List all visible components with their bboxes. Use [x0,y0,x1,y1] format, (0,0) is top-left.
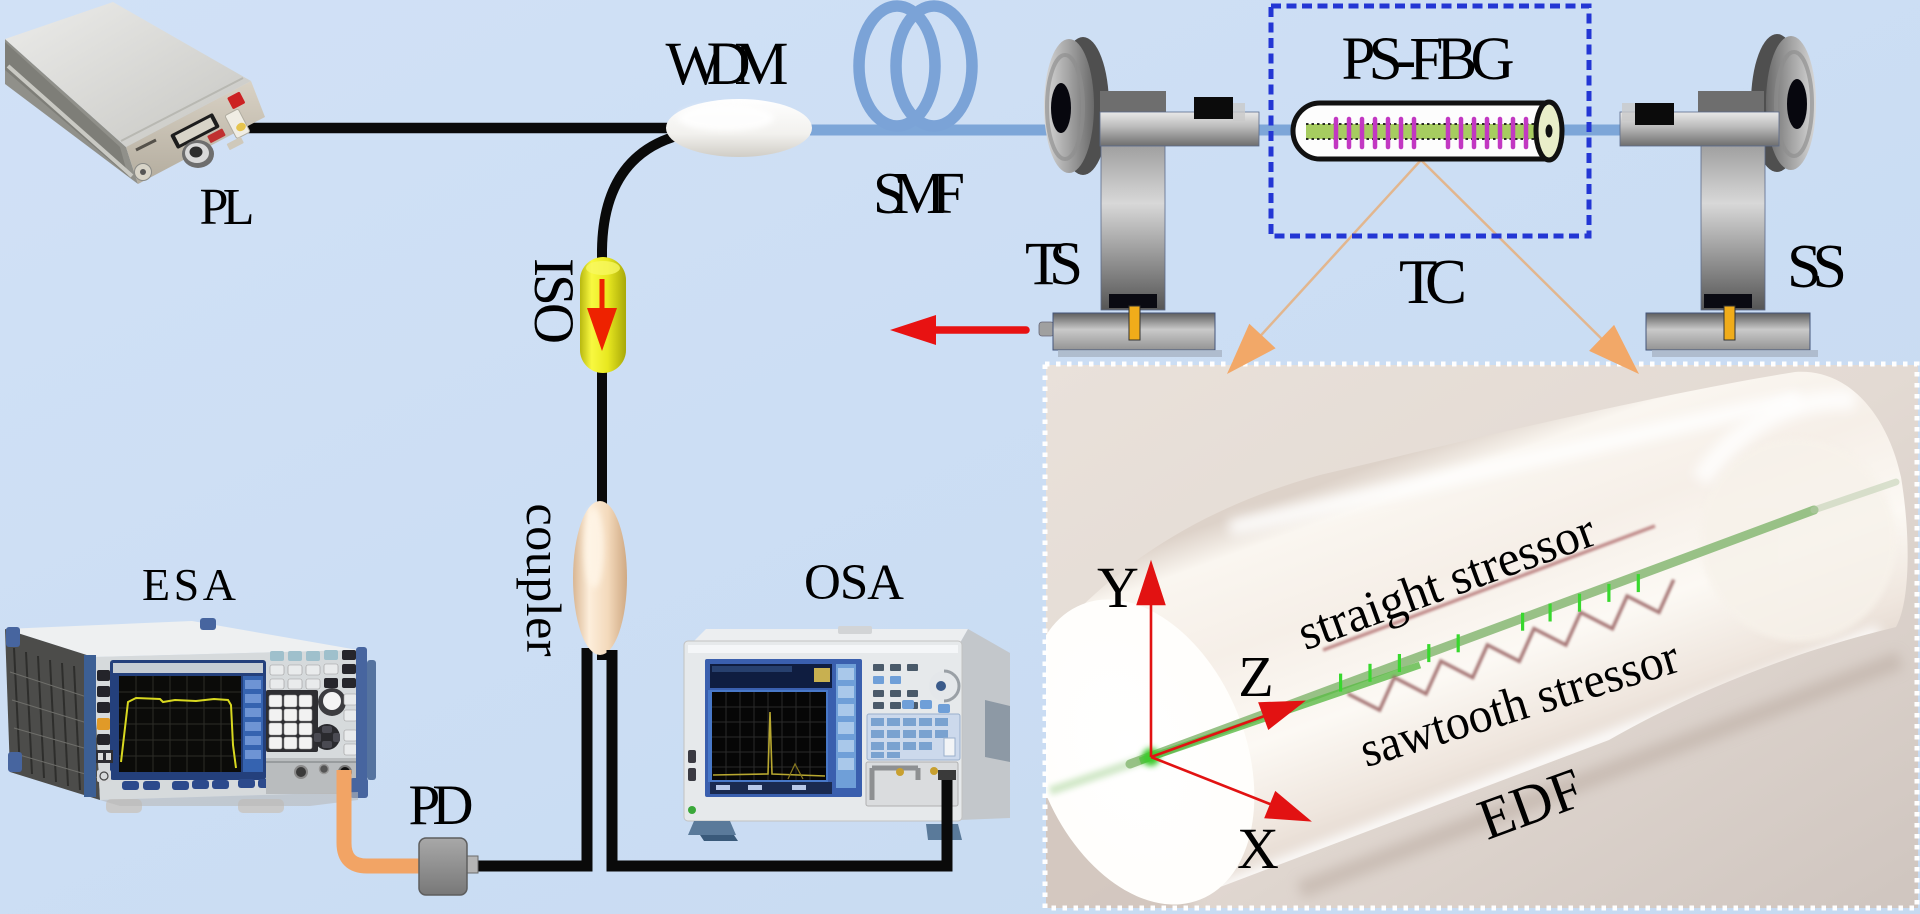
svg-text:PL: PL [200,179,255,236]
svg-text:ISO: ISO [522,258,585,344]
svg-text:Y: Y [1097,555,1139,620]
svg-text:SMF: SMF [873,160,965,226]
svg-text:TC: TC [1399,247,1467,317]
svg-text:PD: PD [409,774,474,837]
svg-text:PS-FBG: PS-FBG [1342,26,1515,93]
svg-text:TS: TS [1025,231,1083,298]
svg-text:X: X [1237,816,1279,881]
svg-text:ESA: ESA [142,559,236,610]
svg-text:coupler: coupler [516,504,572,657]
svg-text:SS: SS [1787,233,1847,301]
svg-text:Z: Z [1238,644,1273,709]
svg-text:OSA: OSA [804,555,904,611]
svg-text:WDM: WDM [666,31,789,98]
